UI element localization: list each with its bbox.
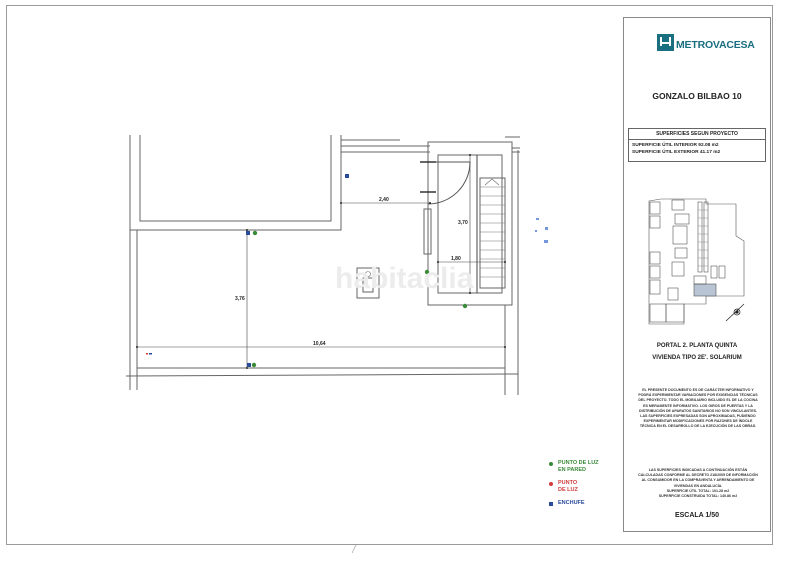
legend-item-wall-light: PUNTO DE LUZ EN PARED xyxy=(549,460,599,474)
surfaces-header: SUPERFICIES SEGUN PROYECTO xyxy=(629,129,765,140)
legend-item-light: PUNTO DE LUZ xyxy=(549,480,599,494)
project-name: GONZALO BILBAO 10 xyxy=(652,91,742,101)
surface-interior: SUPERFICIE ÚTIL INTERIOR 92.08 m2 xyxy=(632,143,719,148)
total-built-area: SUPERFICIE CONSTRUIDA TOTAL: 140.86 m2 xyxy=(658,494,738,499)
green-dot-icon xyxy=(549,462,553,466)
light-point-wall-icon xyxy=(251,230,468,368)
legend-item-socket: ENCHUFE xyxy=(549,500,599,507)
metrovacesa-logo-icon xyxy=(657,34,674,51)
scale-label: ESCALA 1/50 xyxy=(674,512,720,519)
key-plan xyxy=(648,198,745,325)
north-arrow-icon xyxy=(725,303,745,322)
blue-square-icon xyxy=(549,502,553,506)
surface-exterior: SUPERFICIE ÚTIL EXTERIOR 41.17 m2 xyxy=(632,150,721,155)
watermark: habitaclia xyxy=(335,262,474,295)
dimension-label: 3,70 xyxy=(458,220,468,226)
dimension-label: 3,76 xyxy=(235,296,245,302)
dimension-label: 2,40 xyxy=(379,197,389,203)
unit-type-label: VIVIENDA TIPO 2E'. SOLARIUM xyxy=(652,355,742,361)
highlighted-unit xyxy=(693,283,717,297)
red-dot-icon xyxy=(549,482,553,486)
socket-icon xyxy=(246,174,349,367)
portal-floor-label: PORTAL 2. PLANTA QUINTA xyxy=(656,343,738,349)
dimension-label: 1,80 xyxy=(451,256,461,262)
dimension-label: 10,64 xyxy=(313,341,326,347)
brand-name: METROVACESA xyxy=(676,39,755,51)
regulation-text: LAS SUPERFICIES INDICADAS A CONTINUACIÓN… xyxy=(636,468,760,499)
drawing-sheet-border xyxy=(6,5,773,545)
disclaimer-text: EL PRESENTE DOCUMENTO ES DE CARÁCTER INF… xyxy=(638,388,758,429)
title-block: METROVACESA GONZALO BILBAO 10 SUPERFICIE… xyxy=(623,17,771,532)
brand-logo: METROVACESA xyxy=(657,34,755,51)
total-useful-area: SUPERFICIE ÚTIL TOTAL: 101.28 m2 xyxy=(666,488,730,493)
small-marker-icon xyxy=(146,353,152,355)
surfaces-table: SUPERFICIES SEGUN PROYECTO SUPERFICIE ÚT… xyxy=(628,128,766,162)
legend: PUNTO DE LUZ EN PARED PUNTO DE LUZ ENCHU… xyxy=(549,460,599,513)
